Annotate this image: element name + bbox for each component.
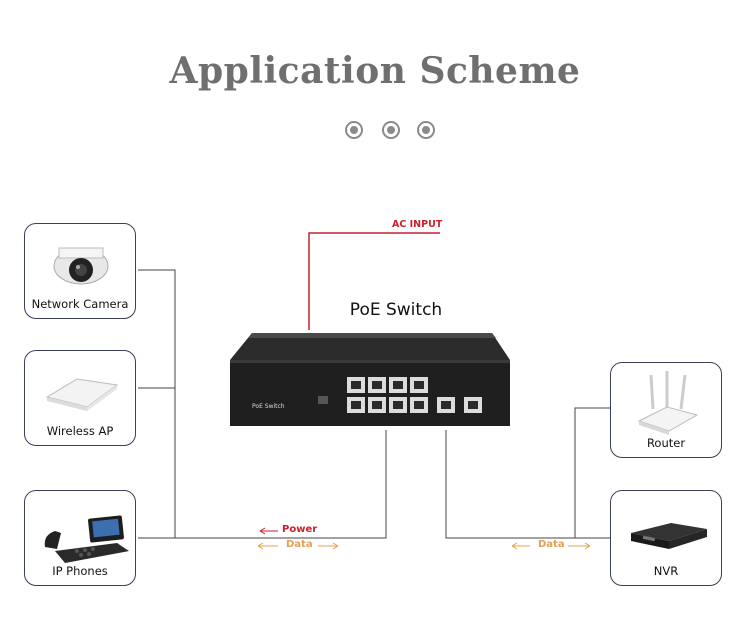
camera-icon xyxy=(53,247,109,285)
power-label: Power xyxy=(282,524,318,535)
decorative-dots xyxy=(345,121,445,143)
phone-icon xyxy=(44,515,129,563)
device-card-router: Router xyxy=(610,362,722,458)
ap-label: Wireless AP xyxy=(46,424,114,438)
router-icon xyxy=(637,371,699,435)
data-arrow-right xyxy=(511,542,591,550)
ac-input-label: AC INPUT xyxy=(392,219,443,230)
nvr-label: NVR xyxy=(653,564,679,578)
device-card-phone: IP Phones xyxy=(24,490,136,586)
data-label-right: Data xyxy=(538,539,565,550)
page-title: Application Scheme xyxy=(169,50,581,92)
power-arrow xyxy=(259,527,278,535)
phone-label: IP Phones xyxy=(52,564,108,578)
dot-icon xyxy=(345,121,363,139)
nvr-icon xyxy=(631,523,707,549)
device-card-camera: Network Camera xyxy=(24,223,136,319)
device-card-nvr: NVR xyxy=(610,490,722,586)
camera-label: Network Camera xyxy=(31,297,129,311)
switch-front-text: PoE Switch xyxy=(252,403,285,410)
dot-icon xyxy=(417,121,435,139)
switch-title: PoE Switch xyxy=(349,300,443,320)
access-point-icon xyxy=(45,378,119,411)
data-label-left: Data xyxy=(286,539,313,550)
data-arrow-left xyxy=(257,542,339,550)
router-label: Router xyxy=(646,436,686,450)
dot-icon xyxy=(382,121,400,139)
device-card-ap: Wireless AP xyxy=(24,350,136,446)
